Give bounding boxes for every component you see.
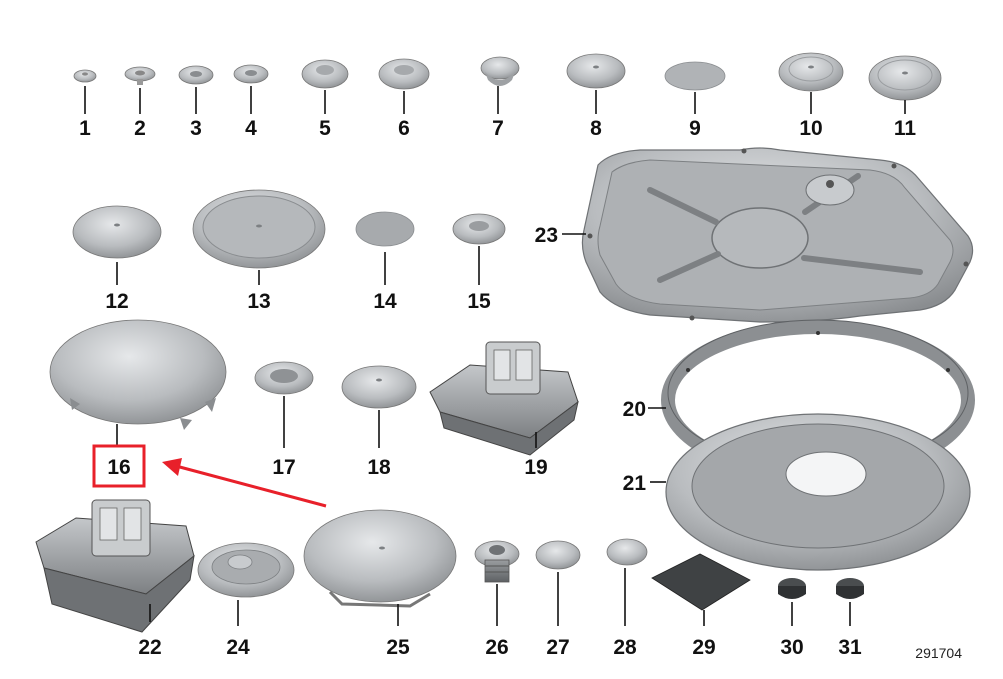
part-13[interactable]: 13 <box>192 189 326 313</box>
part-label: 21 <box>623 472 647 495</box>
part-14[interactable]: 14 <box>355 211 415 313</box>
part-19[interactable]: 19 <box>429 341 579 479</box>
part-label: 20 <box>623 398 646 421</box>
part-21[interactable]: 21 <box>623 413 971 571</box>
pointer-arrow <box>162 458 327 508</box>
part-label: 16 <box>107 456 130 479</box>
part-15[interactable]: 15 <box>452 213 506 313</box>
round-plug-icon <box>72 205 162 259</box>
flat-plug-icon <box>664 61 726 91</box>
highlight-box <box>92 444 146 488</box>
oval-plug-icon <box>535 540 581 570</box>
drawing-number: 291704 <box>915 645 962 661</box>
part-label: 24 <box>226 636 250 659</box>
part-label: 5 <box>319 117 331 140</box>
large-cap-icon <box>49 319 227 425</box>
large-oval-plug-icon <box>303 509 457 603</box>
part-label: 31 <box>838 636 862 659</box>
part-23[interactable]: 23 <box>535 147 974 323</box>
part-26[interactable]: 26 <box>474 540 520 659</box>
square-pad-icon <box>651 553 751 611</box>
part-7[interactable]: 7 <box>480 56 520 140</box>
part-label: 8 <box>590 117 602 140</box>
part-22[interactable]: 22 <box>35 499 195 659</box>
part-25[interactable]: 25 <box>303 509 457 659</box>
part-label: 30 <box>780 636 803 659</box>
part-label: 28 <box>613 636 637 659</box>
push-plug-icon <box>480 56 520 80</box>
part-label: 25 <box>386 636 410 659</box>
round-plug-icon <box>566 53 626 89</box>
part-label: 10 <box>799 117 822 140</box>
part-label: 23 <box>535 224 558 247</box>
part-27[interactable]: 27 <box>535 540 581 659</box>
part-label: 15 <box>467 290 491 313</box>
small-plug-icon <box>73 69 97 83</box>
part-label: 18 <box>367 456 391 479</box>
part-5[interactable]: 5 <box>301 59 349 140</box>
part-label: 17 <box>272 456 295 479</box>
part-2[interactable]: 2 <box>124 66 156 140</box>
part-label: 12 <box>105 290 128 313</box>
part-17[interactable]: 17 <box>254 361 314 479</box>
part-11[interactable]: 11 <box>868 55 942 140</box>
oval-plug-icon <box>341 365 417 409</box>
part-31[interactable]: 31 <box>836 578 864 659</box>
round-plug-icon <box>868 55 942 101</box>
part-30[interactable]: 30 <box>778 578 806 659</box>
part-label: 19 <box>524 456 547 479</box>
part-label: 29 <box>692 636 715 659</box>
part-label: 22 <box>138 636 161 659</box>
part-label: 14 <box>373 290 397 313</box>
part-1[interactable]: 1 <box>73 69 97 140</box>
part-label: 3 <box>190 117 202 140</box>
part-3[interactable]: 3 <box>178 65 214 140</box>
part-label: 2 <box>134 117 146 140</box>
part-9[interactable]: 9 <box>664 61 726 140</box>
part-label: 6 <box>398 117 410 140</box>
part-24[interactable]: 24 <box>197 542 295 659</box>
part-label: 7 <box>492 117 504 140</box>
part-label: 1 <box>79 117 91 140</box>
part-28[interactable]: 28 <box>606 538 648 659</box>
part-label: 9 <box>689 117 701 140</box>
part-10[interactable]: 10 <box>778 52 844 140</box>
round-plug-icon <box>778 52 844 92</box>
flat-disc-icon <box>355 211 415 247</box>
arrow-head-icon <box>162 458 182 476</box>
part-label: 27 <box>546 636 569 659</box>
part-8[interactable]: 8 <box>566 53 626 140</box>
part-18[interactable]: 18 <box>341 365 417 479</box>
oval-plug-icon <box>606 538 648 566</box>
part-29[interactable]: 29 <box>651 553 751 659</box>
part-label: 11 <box>894 117 917 140</box>
part-label: 4 <box>245 117 257 140</box>
part-4[interactable]: 4 <box>233 64 269 140</box>
part-label: 26 <box>485 636 508 659</box>
part-label: 13 <box>247 290 270 313</box>
part-16[interactable]: 16 <box>49 319 227 488</box>
part-6[interactable]: 6 <box>378 58 430 140</box>
part-12[interactable]: 12 <box>72 205 162 313</box>
